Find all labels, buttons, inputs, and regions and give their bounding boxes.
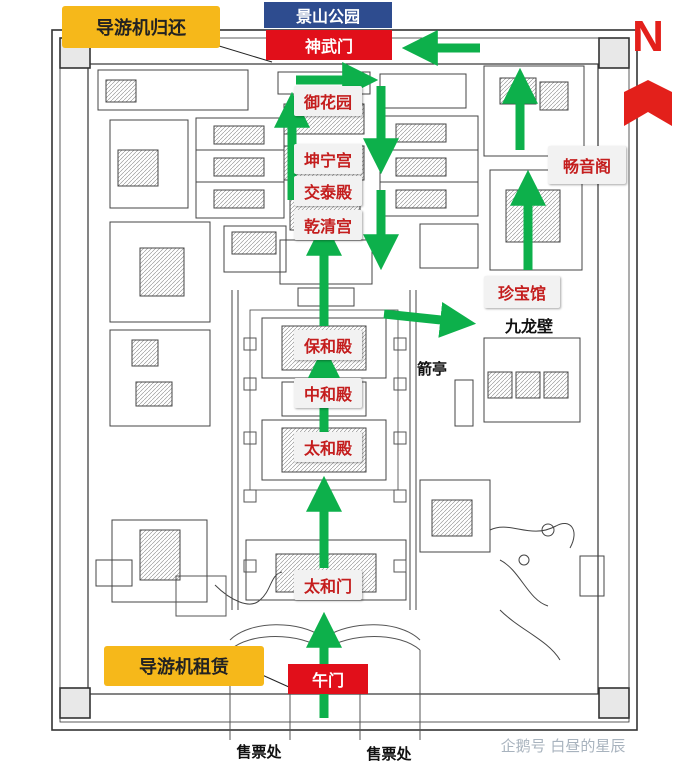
jingshan-park-label: 景山公园: [264, 2, 392, 28]
yuhuayuan-label: 御花园: [294, 86, 362, 116]
pavilions: [243, 337, 407, 573]
jiaotaidian-label: 交泰殿: [294, 176, 362, 206]
east-buildings: [379, 65, 605, 661]
taihemen-label: 太和门: [294, 570, 362, 600]
jianting-label: 箭亭: [416, 359, 447, 378]
route-arrow-to-jiulongbi: [383, 302, 477, 338]
audio-guide-return-callout: 导游机归还: [62, 6, 220, 48]
west-buildings: [95, 69, 287, 605]
zhonghedian-label: 中和殿: [294, 378, 362, 408]
ticket-office-east: 售票处: [366, 744, 412, 763]
qianqinggong-label: 乾清宫: [294, 210, 362, 240]
kunninggong-label: 坤宁宫: [294, 144, 362, 174]
shenwumen-label: 神武门: [266, 30, 392, 60]
audio-guide-rental-callout: 导游机租赁: [104, 646, 264, 686]
zhenbaoguan-label: 珍宝馆: [484, 276, 560, 308]
watermark: 企鹅号 白昼的星辰: [500, 736, 626, 755]
wumen-label: 午门: [288, 664, 368, 694]
changyinge-label: 畅音阁: [548, 146, 626, 184]
north-arrow-icon: [624, 80, 672, 126]
ticket-office-west: 售票处: [236, 742, 282, 761]
baohedian-label: 保和殿: [294, 330, 362, 360]
jiulongbi-label: 九龙壁: [504, 317, 553, 336]
north-label: N: [632, 12, 664, 61]
taihedian-label: 太和殿: [294, 432, 362, 462]
